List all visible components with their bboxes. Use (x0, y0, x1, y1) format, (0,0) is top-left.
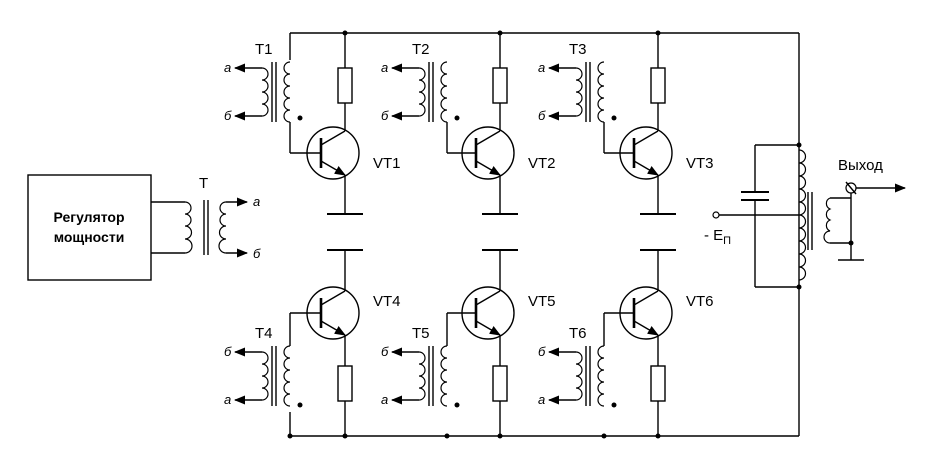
transformer-label: T5 (412, 325, 430, 342)
rails (289, 32, 800, 437)
output-network: - EП Выход (704, 144, 907, 288)
stage-terminal-bottom: б (538, 108, 546, 123)
transistor-label: VT4 (373, 293, 401, 310)
stage-terminal-bottom: а (224, 392, 231, 407)
output-label: Выход (838, 157, 883, 174)
lower-stage-1: б а T4 VT4 (224, 249, 401, 439)
transformer-label: T1 (255, 41, 273, 58)
transformer-label: T2 (412, 41, 430, 58)
stage-terminal-top: а (224, 60, 231, 75)
stage-terminal-bottom: а (381, 392, 388, 407)
stage-terminal-top: б (381, 344, 389, 359)
input-transformer-out-a: а (253, 194, 260, 209)
stage-terminal-top: а (381, 60, 388, 75)
power-regulator-block: Регулятор мощности (27, 174, 152, 281)
transistor-label: VT3 (686, 155, 714, 172)
input-transformer-label: T (199, 175, 208, 192)
input-transformer: T а б (151, 175, 261, 261)
stage-terminal-top: а (538, 60, 545, 75)
stage-terminal-bottom: а (538, 392, 545, 407)
transistor-label: VT2 (528, 155, 556, 172)
stage-terminal-top: б (224, 344, 232, 359)
transistor-label: VT6 (686, 293, 714, 310)
transistor-label: VT1 (373, 155, 401, 172)
stage-terminal-bottom: б (224, 108, 232, 123)
transformer-label: T4 (255, 325, 273, 342)
transistor-label: VT5 (528, 293, 556, 310)
supply-label: - EП (704, 227, 731, 247)
lower-stage-2: б а T5 VT5 (381, 249, 556, 439)
lower-stage-3: б а T6 VT6 (538, 249, 714, 439)
transformer-label: T6 (569, 325, 587, 342)
regulator-label-line2: мощности (54, 229, 125, 245)
stage-terminal-top: б (538, 344, 546, 359)
regulator-label-line1: Регулятор (53, 209, 124, 225)
stage-terminal-bottom: б (381, 108, 389, 123)
transformer-label: T3 (569, 41, 587, 58)
input-transformer-out-b: б (253, 246, 261, 261)
